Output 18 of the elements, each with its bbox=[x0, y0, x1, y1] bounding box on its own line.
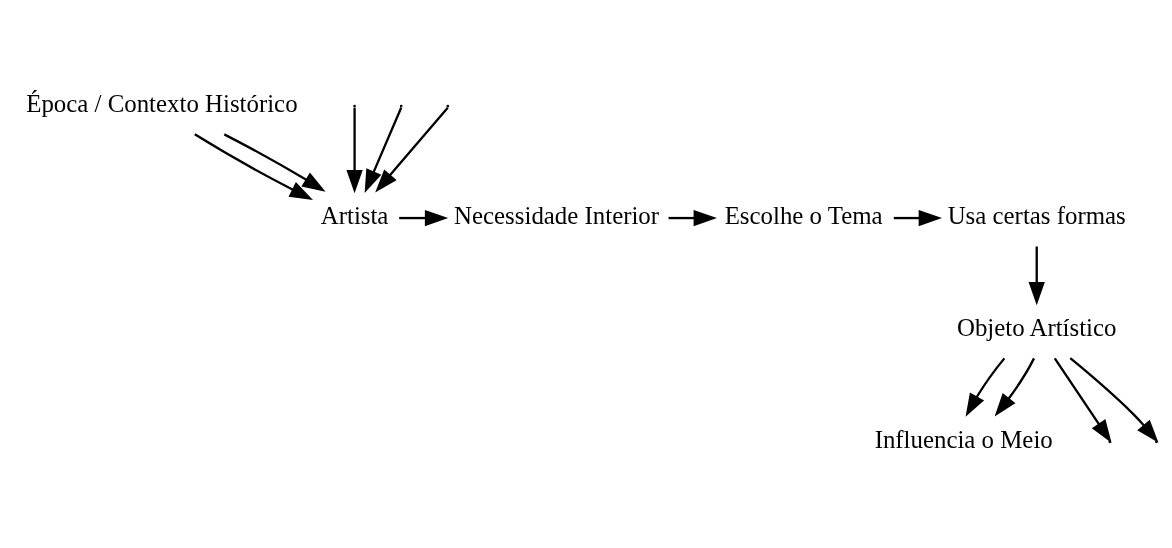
node-text: Artista bbox=[320, 201, 389, 229]
arrow bbox=[375, 107, 449, 193]
arrow bbox=[965, 357, 1006, 417]
arrow bbox=[364, 107, 403, 194]
node-text: Objeto Artístico bbox=[956, 313, 1117, 341]
arrow bbox=[1028, 246, 1045, 306]
node-text: Época / Contexto Histórico bbox=[26, 90, 298, 118]
arrow bbox=[194, 133, 313, 200]
node-text: Influencia o Meio bbox=[874, 425, 1053, 453]
arrow bbox=[399, 209, 449, 227]
arrow bbox=[346, 107, 363, 194]
node-text: Usa certas formas bbox=[947, 201, 1126, 229]
arrow bbox=[994, 357, 1036, 417]
node-text: Escolhe o Tema bbox=[724, 201, 883, 229]
node-text: Necessidade Interior bbox=[454, 201, 660, 229]
arrow bbox=[223, 133, 326, 192]
arrow bbox=[893, 209, 942, 227]
arrow bbox=[668, 209, 717, 227]
